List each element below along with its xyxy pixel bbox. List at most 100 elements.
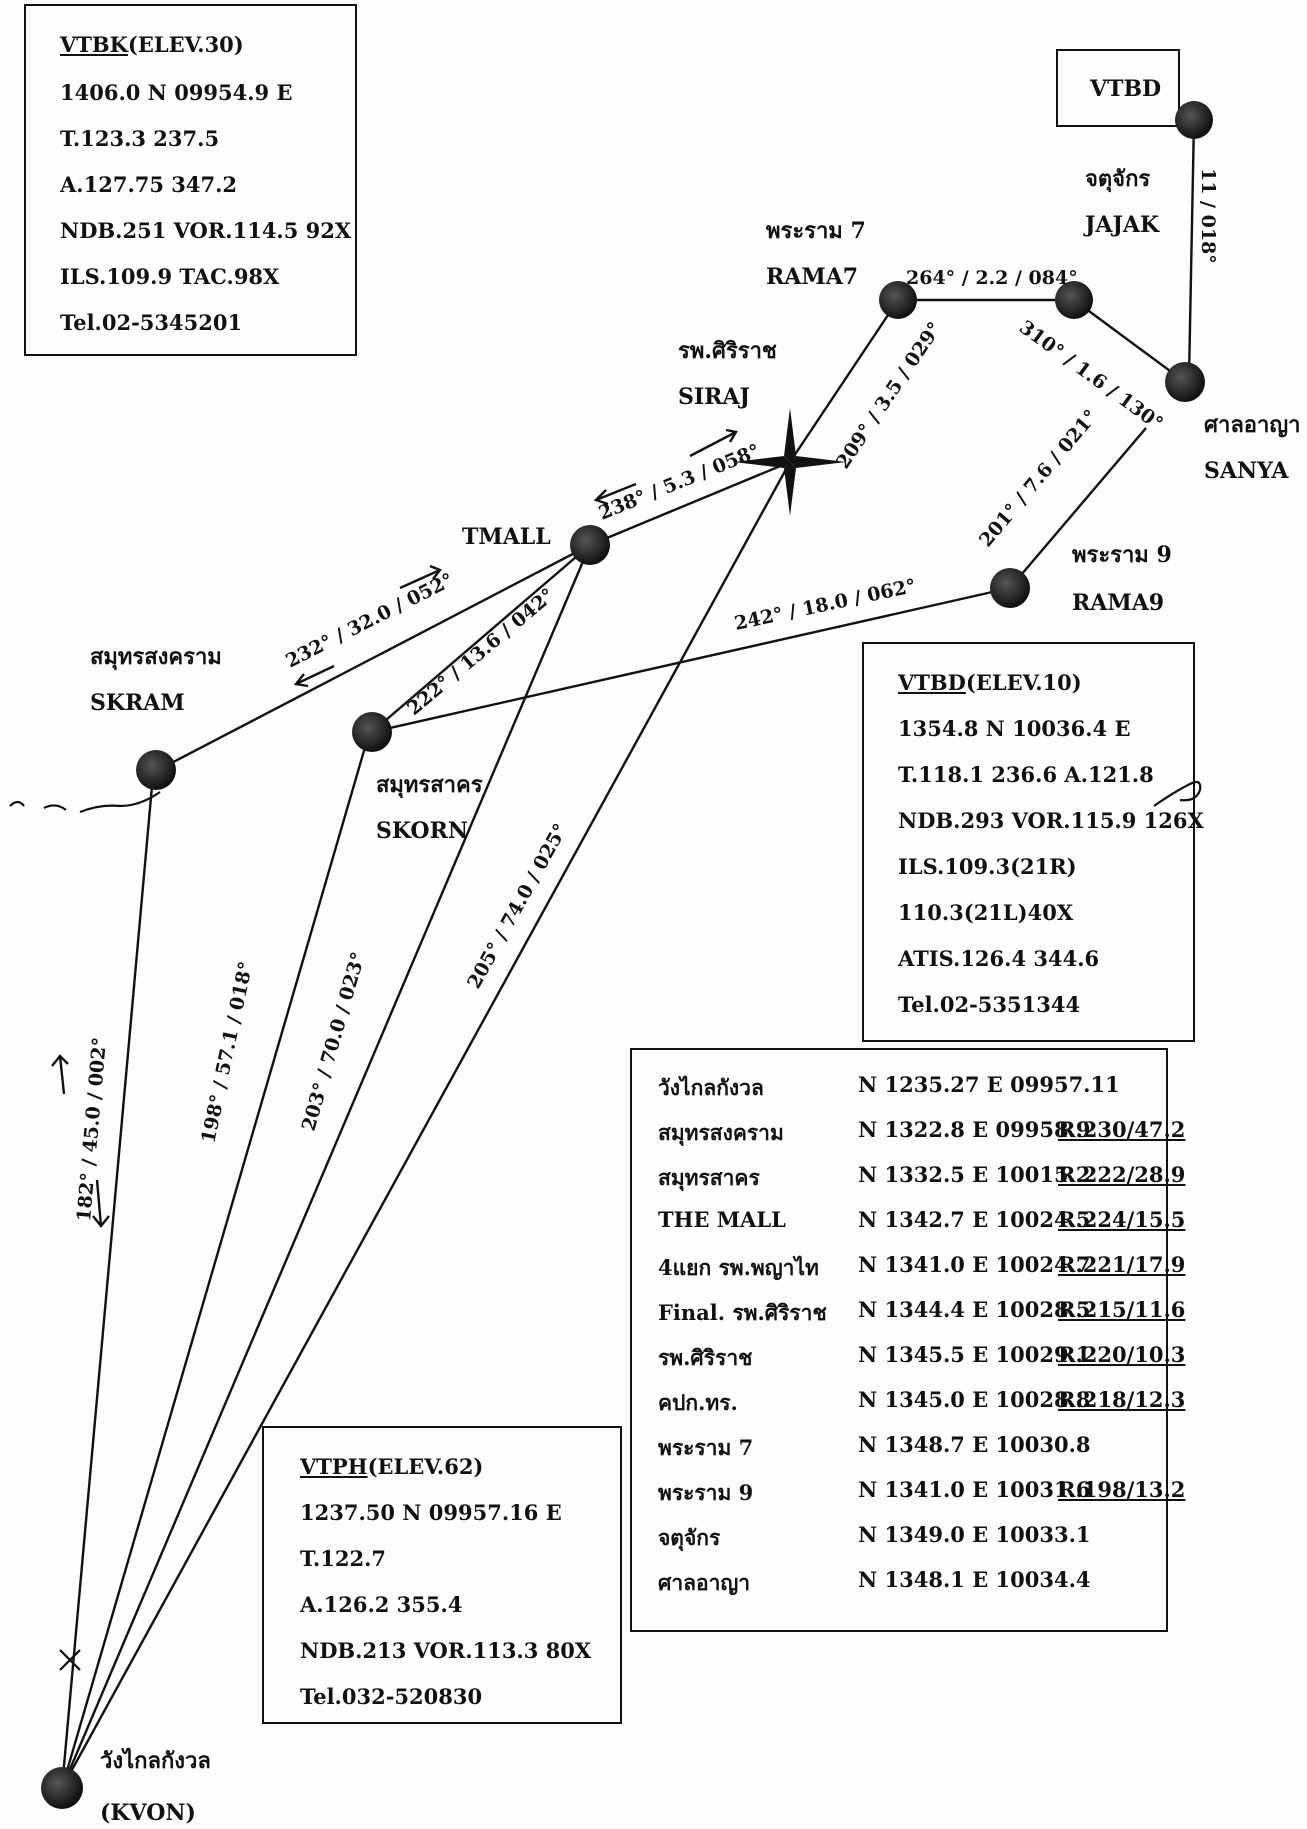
arrow-right-icon	[399, 564, 442, 590]
direction-arrows	[51, 428, 738, 1228]
coord-row-coords: N 1332.5 E 10015.2	[858, 1162, 1091, 1187]
vtbk-header: VTBK(ELEV.30)	[60, 32, 244, 57]
rama9-label: RAMA9	[1072, 590, 1164, 616]
waypoint-dot-skram	[136, 750, 176, 790]
leg-line-kvon-skorn	[60, 736, 370, 1789]
vtbk-id: VTBK	[60, 32, 128, 57]
jajak-thai-label: จตุจักร	[1085, 166, 1150, 193]
coord-row-radial: R.220/10.3	[1058, 1342, 1186, 1367]
leg-label-skorn-tmall: 222° / 13.6 / 042°	[403, 584, 559, 720]
vtbd-id: VTBD	[898, 670, 966, 695]
coord-row-coords: N 1322.8 E 09958.9	[858, 1117, 1091, 1142]
coord-row-radial: R.222/28.9	[1058, 1162, 1186, 1187]
coord-row-radial: R.218/12.3	[1058, 1387, 1186, 1412]
sanya-label: SANYA	[1204, 458, 1289, 484]
coord-row-name: สมุทรสงคราม	[658, 1120, 784, 1145]
leg-line-rama9-sanya	[1009, 427, 1147, 589]
vtph-info-box: VTPH(ELEV.62) 1237.50 N 09957.16 E T.122…	[262, 1426, 622, 1724]
coord-row-radial: R.221/17.9	[1058, 1252, 1186, 1277]
vtph-header: VTPH(ELEV.62)	[300, 1454, 483, 1479]
tmall-label: TMALL	[462, 524, 551, 550]
vtph-line-tower: T.122.7	[300, 1546, 386, 1571]
leg-line-tmall-siraj	[589, 460, 791, 547]
leg-line-kvon-tmall	[60, 544, 592, 1789]
cross-mark-icon	[59, 1649, 81, 1671]
vtbk-line-ndb-vor: NDB.251 VOR.114.5 92X	[60, 218, 352, 243]
vtbk-line-ils: ILS.109.9 TAC.98X	[60, 264, 280, 289]
vtbk-elev: (ELEV.30)	[127, 32, 244, 57]
coord-row-coords: N 1342.7 E 10024.5	[858, 1207, 1091, 1232]
coord-row-radial: R.198/13.2	[1058, 1477, 1186, 1502]
skram-thai-label: สมุทรสงคราม	[90, 644, 222, 671]
vtph-line-tel: Tel.032-520830	[300, 1684, 483, 1709]
leg-line-kvon-siraj	[60, 461, 792, 1789]
waypoint-dot-jajak	[1055, 281, 1093, 319]
vtbk-line-approach: A.127.75 347.2	[60, 172, 238, 197]
vtbk-line-coords: 1406.0 N 09954.9 E	[60, 80, 293, 105]
waypoint-dot-vtbd	[1175, 101, 1213, 139]
leg-label-siraj-rama7: 209° / 3.5 / 029°	[832, 318, 946, 473]
vtbd-line-atis: ATIS.126.4 344.6	[898, 946, 1100, 971]
arrow-down-icon	[92, 1179, 110, 1228]
vtbk-line-tower: T.123.3 237.5	[60, 126, 220, 151]
arrow-right-icon	[689, 428, 738, 458]
vtbd-line-tower: T.118.1 236.6 A.121.8	[898, 762, 1154, 787]
vtbd-label-box	[1056, 49, 1180, 127]
coord-row-coords: N 1345.5 E 10029.1	[858, 1342, 1091, 1367]
waypoint-coordinates-table: วังไกลกังวล N 1235.27 E 09957.11 สมุทรสงคร…	[630, 1048, 1185, 1632]
rama9-thai-label: พระราม 9	[1072, 542, 1172, 568]
coord-row-coords: N 1341.0 E 10031.6	[858, 1477, 1091, 1502]
kvon-label: (KVON)	[100, 1800, 196, 1826]
vtbd-header: VTBD(ELEV.10)	[898, 670, 1082, 695]
leg-line-vtbd-sanya	[1187, 119, 1196, 379]
leg-label-skorn-rama9: 242° / 18.0 / 062°	[732, 575, 917, 635]
skorn-label: SKORN	[376, 818, 468, 844]
waypoint-dots	[41, 101, 1213, 1809]
leg-label-kvon-tmall: 198° / 57.1 / 018°	[197, 960, 257, 1145]
leg-line-skorn-rama9	[371, 586, 1011, 734]
vtbd-line-tel: Tel.02-5351344	[898, 992, 1081, 1017]
leg-label-kvon-siraj: 205° / 74.0 / 025°	[463, 820, 572, 992]
coord-row-name: วังไกลกังวล	[658, 1075, 764, 1100]
coord-row-coords: N 1348.7 E 10030.8	[858, 1432, 1091, 1457]
arrow-left-icon	[293, 664, 335, 688]
leg-label-tmall-siraj: 238° / 5.3 / 058°	[596, 440, 763, 525]
skorn-thai-label: สมุทรสาคร	[376, 772, 483, 799]
waypoint-labels: VTBD จตุจักร JAJAK พระราม 7 RAMA7 รพ.ศิร…	[90, 76, 1300, 1826]
coord-row-coords: N 1235.27 E 09957.11	[858, 1072, 1120, 1097]
coord-row-coords: N 1349.0 E 10033.1	[858, 1522, 1091, 1547]
vtph-elev: (ELEV.62)	[367, 1454, 484, 1479]
coastline-scribble	[9, 791, 161, 814]
waypoint-dot-tmall	[570, 525, 610, 565]
coord-row-name: 4แยก รพ.พญาไท	[658, 1255, 819, 1280]
waypoint-dot-kvon	[41, 1767, 83, 1809]
route-lines	[60, 119, 1196, 1789]
leg-label-kvon-skorn: 203° / 70.0 / 023°	[298, 950, 370, 1134]
waypoint-dot-rama7	[879, 281, 917, 319]
coord-row-coords: N 1345.0 E 10028.8	[858, 1387, 1091, 1412]
siraj-star-icon	[734, 408, 846, 516]
coord-row-name: จตุจักร	[658, 1525, 721, 1550]
coord-row-name: คปก.ทร.	[658, 1390, 738, 1415]
coord-row-radial: R.230/47.2	[1058, 1117, 1186, 1142]
leg-label-skram-tmall: 232° / 32.0 / 052°	[282, 569, 457, 673]
coord-row-name: THE MALL	[658, 1207, 786, 1232]
vtbd-line-ils-21r: ILS.109.3(21R)	[898, 854, 1077, 879]
coord-row-radial: R.224/15.5	[1058, 1207, 1186, 1232]
coord-row-radial: R.215/11.6	[1058, 1297, 1186, 1322]
leg-line-siraj-rama7	[789, 299, 899, 463]
coord-row-name: รพ.ศิริราช	[658, 1345, 753, 1370]
vtbk-line-tel: Tel.02-5345201	[60, 310, 243, 335]
vtbd-info-box: VTBD(ELEV.10) 1354.8 N 10036.4 E T.118.1…	[862, 642, 1204, 1042]
leg-label-rama9-sanya: 201° / 7.6 / 021°	[975, 406, 1102, 552]
siraj-label: SIRAJ	[678, 384, 750, 410]
vtbd-label: VTBD	[1089, 76, 1161, 102]
vtph-line-approach: A.126.2 355.4	[300, 1592, 463, 1617]
vtbd-line-ils-21l: 110.3(21L)40X	[898, 900, 1074, 925]
arrow-left-icon	[593, 482, 637, 506]
leg-label-jajak-vtbd: 11 / 018°	[1197, 168, 1219, 264]
leg-line-skorn-tmall	[371, 544, 591, 733]
jajak-label: JAJAK	[1083, 212, 1160, 238]
vtph-id: VTPH	[300, 1454, 368, 1479]
